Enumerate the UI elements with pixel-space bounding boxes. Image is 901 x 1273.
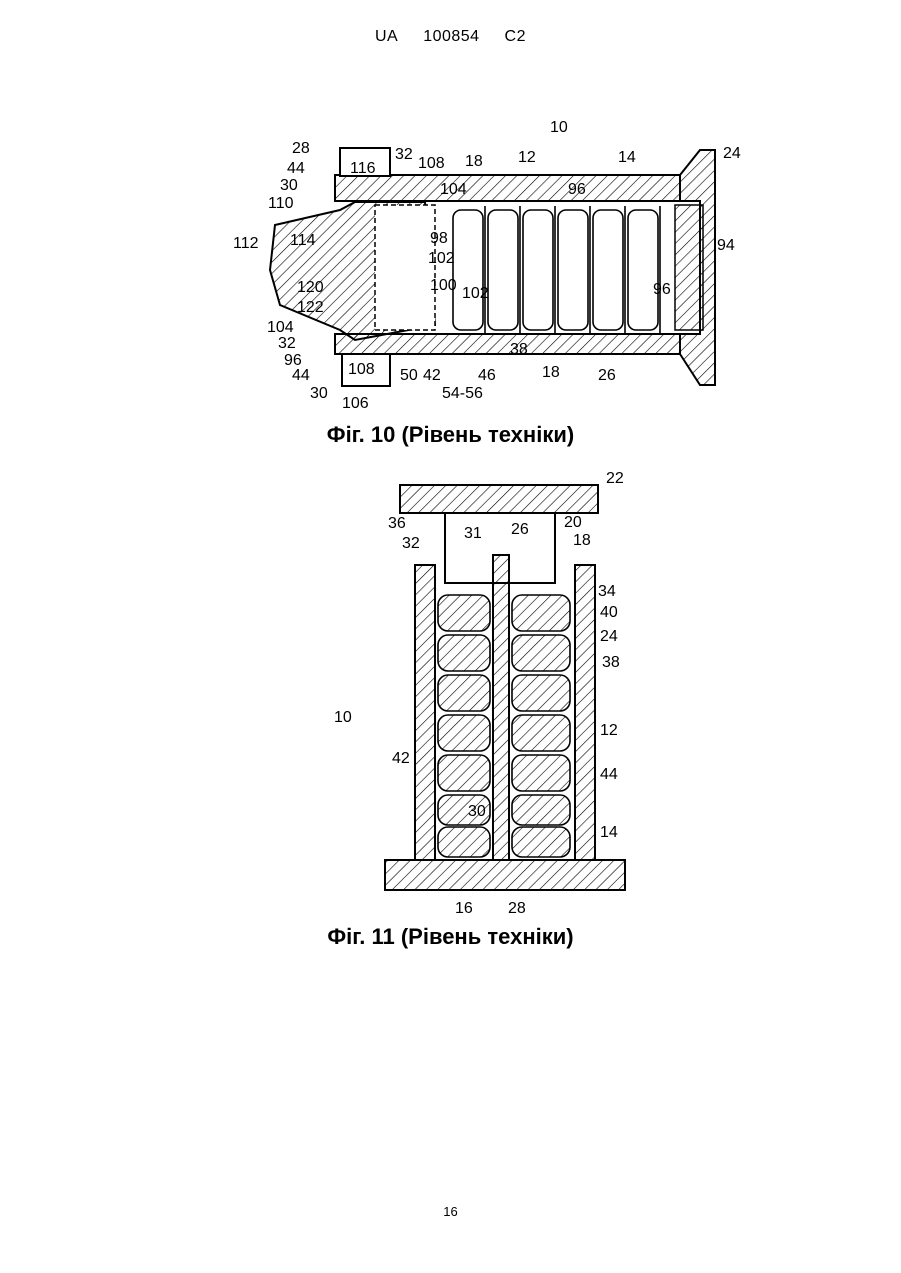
left-wall [415, 565, 435, 860]
reference-numeral: 42 [423, 367, 441, 384]
reference-numeral: 96 [568, 181, 586, 198]
reference-numeral: 46 [478, 367, 496, 384]
header-kind: C2 [505, 28, 526, 45]
reference-numeral: 38 [510, 341, 528, 358]
header-country: UA [375, 28, 398, 45]
reference-numeral: 110 [268, 195, 294, 212]
reference-numeral: 116 [350, 160, 376, 177]
reference-numeral: 10 [550, 119, 568, 136]
pad-stack [453, 206, 660, 335]
reference-numeral: 32 [395, 146, 413, 163]
reference-numeral: 26 [598, 367, 616, 384]
reference-numeral: 12 [518, 149, 536, 166]
reference-numeral: 104 [267, 319, 294, 336]
base-plate [385, 860, 625, 890]
reference-numeral: 28 [292, 140, 310, 157]
top-plate [400, 485, 598, 513]
reference-numeral: 30 [280, 177, 298, 194]
reference-numeral: 100 [430, 277, 457, 294]
reference-numeral: 30 [310, 385, 328, 402]
reference-numeral: 42 [392, 750, 410, 767]
reference-numeral: 104 [440, 181, 467, 198]
reference-numeral: 112 [233, 235, 259, 252]
reference-numeral: 24 [723, 145, 741, 162]
reference-numeral: 24 [600, 628, 618, 645]
reference-numeral: 44 [292, 367, 310, 384]
reference-numeral: 102 [462, 285, 489, 302]
reference-numeral: 28 [508, 900, 526, 917]
reference-numeral: 32 [402, 535, 420, 552]
reference-numeral: 12 [600, 722, 618, 739]
reference-numeral: 14 [618, 149, 636, 166]
reference-numeral: 114 [290, 232, 316, 249]
reference-numeral: 26 [511, 521, 529, 538]
reference-numeral: 102 [428, 250, 455, 267]
reference-numeral: 94 [717, 237, 735, 254]
reference-numeral: 40 [600, 604, 618, 621]
reference-numeral: 30 [468, 803, 486, 820]
reference-numeral: 36 [388, 515, 406, 532]
reference-numeral: 44 [287, 160, 305, 177]
reference-numeral: 96 [653, 281, 671, 298]
pad-column-right [512, 595, 570, 857]
housing-top [335, 175, 680, 201]
reference-numeral: 38 [602, 654, 620, 671]
figure-11-drawing: 22 36 31 26 20 32 18 34 40 24 38 10 12 4… [330, 465, 640, 920]
reference-numeral: 22 [606, 470, 624, 487]
reference-numeral: 98 [430, 230, 448, 247]
reference-numeral: 18 [542, 364, 560, 381]
figure-11-caption: Фіг. 11 (Рівень техніки) [0, 924, 901, 950]
reference-numeral: 14 [600, 824, 618, 841]
header-number: 100854 [423, 28, 479, 45]
center-rod [493, 555, 509, 860]
reference-numeral: 32 [278, 335, 296, 352]
reference-numeral: 120 [297, 279, 324, 296]
inner-plate [675, 205, 703, 330]
reference-numeral: 18 [573, 532, 591, 549]
patent-header: UA 100854 C2 [0, 28, 901, 46]
reference-numeral: 10 [334, 709, 352, 726]
housing-bottom [335, 334, 680, 354]
reference-numeral: 108 [348, 361, 375, 378]
right-wall [575, 565, 595, 860]
reference-numeral: 44 [600, 766, 618, 783]
reference-numeral: 108 [418, 155, 445, 172]
reference-numeral: 31 [464, 525, 482, 542]
reference-numeral: 18 [465, 153, 483, 170]
figure-10-caption: Фіг. 10 (Рівень техніки) [0, 422, 901, 448]
reference-numeral: 20 [564, 514, 582, 531]
reference-numeral: 122 [297, 299, 324, 316]
reference-numeral: 50 [400, 367, 418, 384]
page-number: 16 [0, 1204, 901, 1219]
reference-numeral: 16 [455, 900, 473, 917]
figure-10-drawing: 28 116 32 108 18 12 10 14 24 44 30 104 9… [220, 110, 750, 415]
reference-numeral: 34 [598, 583, 616, 600]
reference-numeral: 106 [342, 395, 369, 412]
reference-numeral: 54-56 [442, 385, 483, 402]
follower-plate [375, 205, 435, 330]
